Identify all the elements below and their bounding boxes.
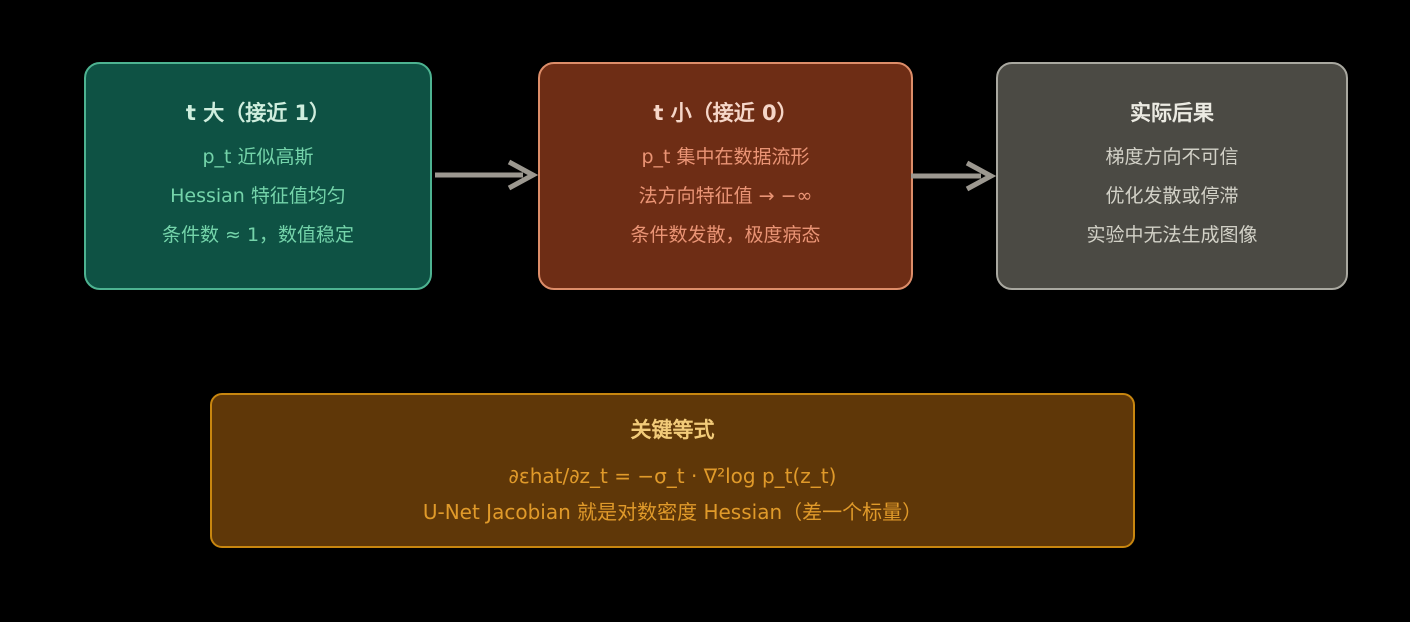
key-equation-note: U-Net Jacobian 就是对数密度 Hessian（差一个标量） <box>422 499 923 524</box>
flow-node-t-large: t 大（接近 1） p_t 近似高斯 Hessian 特征值均匀 条件数 ≈ 1… <box>84 62 432 290</box>
node-line: Hessian 特征值均匀 <box>170 184 346 207</box>
flow-node-consequences: 实际后果 梯度方向不可信 优化发散或停滞 实验中无法生成图像 <box>996 62 1348 290</box>
node-title: t 大（接近 1） <box>185 100 331 125</box>
key-equation-formula: ∂εhat/∂z_t = −σ_t · ∇²log p_t(z_t) <box>508 463 837 488</box>
flow-node-t-small: t 小（接近 0） p_t 集中在数据流形 法方向特征值 → −∞ 条件数发散，… <box>538 62 913 290</box>
arrow-right-icon <box>435 159 539 191</box>
node-line: p_t 近似高斯 <box>202 145 314 168</box>
node-line: 梯度方向不可信 <box>1105 145 1239 168</box>
arrow-right-icon <box>911 160 997 192</box>
node-line: 条件数发散，极度病态 <box>630 223 821 246</box>
key-equation-box: 关键等式 ∂εhat/∂z_t = −σ_t · ∇²log p_t(z_t) … <box>210 393 1135 548</box>
node-line: 条件数 ≈ 1，数值稳定 <box>161 223 355 246</box>
node-title: t 小（接近 0） <box>653 100 798 125</box>
node-line: 优化发散或停滞 <box>1105 184 1239 207</box>
node-line: 法方向特征值 → −∞ <box>638 184 813 207</box>
node-title: 实际后果 <box>1130 100 1214 125</box>
node-line: 实验中无法生成图像 <box>1086 223 1258 246</box>
key-equation-title: 关键等式 <box>630 417 715 442</box>
node-line: p_t 集中在数据流形 <box>641 145 810 168</box>
